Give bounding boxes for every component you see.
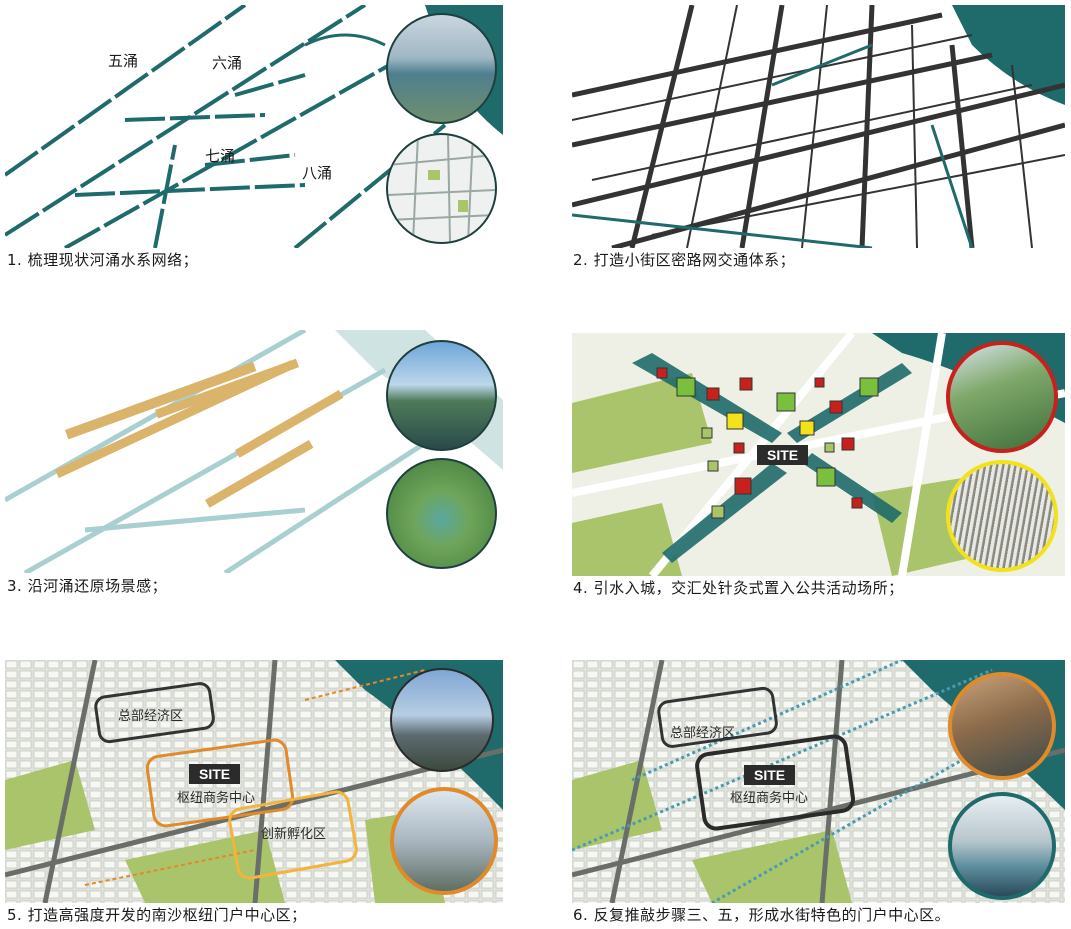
caption-3: 3. 沿河涌还原场景感； <box>7 577 168 595</box>
panel-1-water-network: 五涌 六涌 七涌 八涌 <box>5 5 503 248</box>
canal-label-liuyong: 六涌 <box>212 54 243 72</box>
canal-label-qiyong: 七涌 <box>205 147 236 165</box>
zone-label-hq-economy: 总部经济区 <box>118 709 184 724</box>
photo-circle-water-street-icon <box>948 672 1056 780</box>
canal-label-bayong: 八涌 <box>302 164 333 182</box>
photo-circle-skyline-icon <box>390 668 494 772</box>
caption-1: 1. 梳理现状河涌水系网络； <box>7 251 199 269</box>
canal-label-wuyong: 五涌 <box>108 52 139 70</box>
road-grid-diagram <box>572 5 1065 248</box>
photo-circle-river-town-icon <box>948 792 1056 900</box>
photo-circle-aerial-river-icon <box>386 13 497 124</box>
panel-2-road-grid <box>572 5 1065 248</box>
caption-2: 2. 打造小街区密路网交通体系； <box>573 251 796 269</box>
photo-circle-canopy-icon <box>946 460 1058 572</box>
canal-buildings-diagram <box>5 330 503 573</box>
photo-circle-park-path-icon <box>946 341 1058 453</box>
caption-5: 5. 打造高强度开发的南沙枢纽门户中心区； <box>7 906 307 924</box>
panel-3-scene-restoration <box>5 330 503 573</box>
caption-4: 4. 引水入城，交汇处针灸式置入公共活动场所； <box>573 579 904 597</box>
site-marker: SITE <box>189 764 241 784</box>
photo-circle-canal-boat-icon <box>386 340 497 451</box>
site-marker: SITE <box>757 445 809 465</box>
panel-6-water-street-center: 总部经济区 SITE 枢纽商务中心 <box>572 660 1065 903</box>
caption-6: 6. 反复推敲步骤三、五，形成水街特色的门户中心区。 <box>573 906 951 924</box>
zone-label-hub-business: 枢纽商务中心 <box>177 791 256 806</box>
zone-label-innovation: 创新孵化区 <box>261 827 327 842</box>
panel-5-hub-development: 总部经济区 SITE 枢纽商务中心 创新孵化区 <box>5 660 503 903</box>
site-marker: SITE <box>744 765 796 785</box>
photo-circle-green-wetland-icon <box>386 458 497 569</box>
zone-label-hq-economy: 总部经济区 <box>670 726 736 741</box>
zone-label-hub-business: 枢纽商务中心 <box>730 791 809 806</box>
photo-circle-map-icon <box>386 133 497 244</box>
panel-4-acupuncture-nodes: SITE <box>572 333 1065 576</box>
photo-circle-towers-icon <box>390 787 498 895</box>
